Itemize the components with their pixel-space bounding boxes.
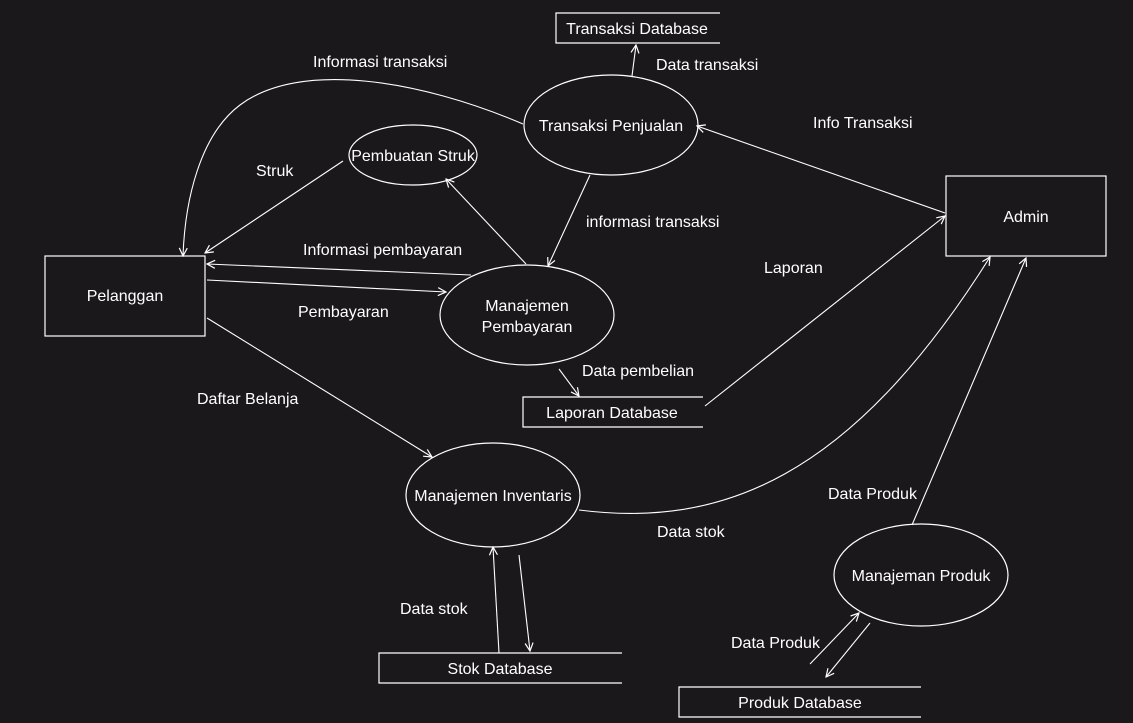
flow-label-laporan: Laporan [764, 260, 823, 277]
process-manajemen-pembayaran[interactable]: Manajemen Pembayaran [439, 264, 615, 366]
flow-line-inventaris-to-stok[interactable] [518, 554, 530, 651]
datastore-stok-database-label: Stok Database [448, 661, 553, 678]
flow-line-data-produk-upper[interactable] [911, 258, 1026, 526]
datastore-produk-database[interactable]: Produk Database [678, 686, 921, 718]
flow-line-manajeman-to-produk-db[interactable] [826, 622, 871, 677]
process-transaksi-penjualan-label: Transaksi Penjualan [539, 118, 683, 135]
flow-line-informasi-transaksi-mid[interactable] [548, 174, 591, 266]
flow-label-data-stok-left: Data stok [400, 601, 469, 618]
flow-line-struk[interactable] [205, 160, 344, 253]
entity-pelanggan[interactable]: Pelanggan [44, 255, 206, 337]
process-manajeman-produk-label: Manajeman Produk [852, 568, 992, 585]
entity-admin-label: Admin [1003, 209, 1048, 226]
flow-line-pembayaran[interactable] [206, 279, 446, 292]
flow-label-data-pembelian: Data pembelian [582, 363, 694, 380]
flow-label-daftar-belanja: Daftar Belanja [197, 391, 298, 408]
process-manajemen-inventaris-label: Manajemen Inventaris [414, 488, 571, 505]
datastore-stok-database[interactable]: Stok Database [378, 652, 622, 684]
flow-label-informasi-pembayaran: Informasi pembayaran [303, 242, 462, 259]
process-manajemen-pembayaran-label-line2: Pembayaran [482, 319, 573, 336]
flow-line-pembuatan-struk-request[interactable] [446, 179, 527, 265]
flow-label-data-transaksi: Data transaksi [656, 57, 758, 74]
flow-line-data-pembelian[interactable] [558, 368, 579, 396]
process-pembuatan-struk-label: Pembuatan Struk [351, 148, 476, 165]
flow-label-data-stok-right: Data stok [657, 524, 726, 541]
datastore-produk-database-label: Produk Database [738, 695, 862, 712]
flow-label-info-transaksi: Info Transaksi [813, 115, 913, 132]
flow-line-data-transaksi[interactable] [632, 45, 636, 77]
flow-label-pembayaran: Pembayaran [298, 304, 389, 321]
process-manajeman-produk[interactable]: Manajeman Produk [833, 523, 1009, 627]
entity-admin[interactable]: Admin [945, 175, 1107, 257]
datastore-laporan-database[interactable]: Laporan Database [522, 396, 703, 428]
flow-label-informasi-transaksi-mid: informasi transaksi [586, 214, 719, 231]
flow-line-laporan[interactable] [704, 216, 945, 407]
datastore-laporan-database-label: Laporan Database [546, 405, 678, 422]
flow-label-struk: Struk [256, 163, 294, 180]
datastore-transaksi-database-label: Transaksi Database [566, 21, 708, 38]
datastore-transaksi-database[interactable]: Transaksi Database [555, 12, 720, 44]
flow-label-data-produk-lower: Data Produk [731, 635, 821, 652]
flow-line-produk-db-to-manajeman[interactable] [809, 613, 859, 665]
flow-label-data-produk-upper: Data Produk [828, 486, 918, 503]
flow-line-stok-to-inventaris[interactable] [493, 547, 500, 654]
entity-pelanggan-label: Pelanggan [87, 288, 164, 305]
flow-line-daftar-belanja[interactable] [206, 317, 432, 457]
flow-line-informasi-transaksi-top[interactable] [183, 79, 524, 256]
flow-line-info-transaksi[interactable] [697, 126, 946, 214]
process-manajemen-pembayaran-label-line1: Manajemen [485, 298, 569, 315]
flow-line-informasi-pembayaran[interactable] [207, 264, 472, 276]
flow-line-data-stok-right[interactable] [578, 257, 990, 514]
process-transaksi-penjualan[interactable]: Transaksi Penjualan [523, 74, 699, 176]
process-manajemen-inventaris[interactable]: Manajemen Inventaris [405, 442, 581, 548]
process-pembuatan-struk[interactable]: Pembuatan Struk [348, 124, 478, 186]
flow-label-informasi-transaksi-top: Informasi transaksi [313, 54, 447, 71]
